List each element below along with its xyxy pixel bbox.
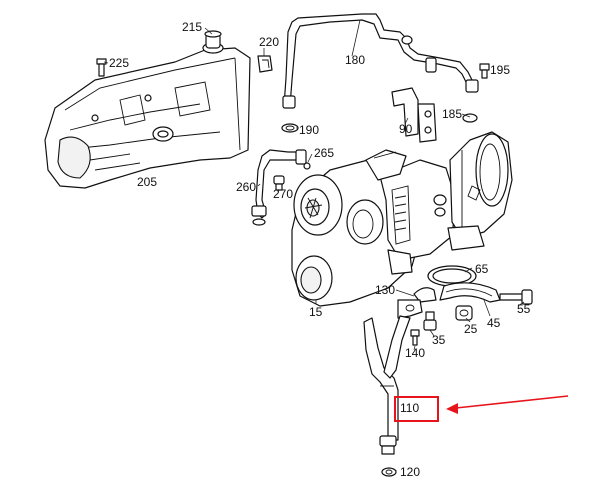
oil-return-line-110 (363, 299, 423, 455)
clamp-45 (439, 282, 501, 303)
callout-15: 15 (309, 305, 323, 319)
oil-line-180 (282, 13, 479, 109)
bolt-225 (96, 58, 107, 77)
turbocharger-15 (291, 131, 513, 307)
bolt-55 (499, 289, 533, 305)
bolt-195 (479, 63, 490, 79)
callout-120: 120 (400, 465, 421, 479)
highlight-box-110 (394, 396, 439, 422)
callout-25: 25 (464, 322, 478, 336)
callout-35: 35 (432, 333, 446, 347)
callout-90: 90 (399, 122, 413, 136)
highlight-arrow (446, 395, 569, 414)
callout-180: 180 (345, 53, 366, 67)
callout-205: 205 (137, 175, 158, 189)
nut-25 (455, 305, 473, 321)
callout-55: 55 (517, 302, 531, 316)
callout-225: 225 (109, 56, 130, 70)
bolt-140 (410, 329, 420, 346)
callout-215: 215 (182, 20, 203, 34)
bracket-90 (391, 87, 437, 143)
callout-195: 195 (490, 63, 511, 77)
leader-lines (103, 19, 525, 472)
clip-215 (202, 30, 224, 54)
callout-130: 130 (375, 283, 396, 297)
seal-ring-190 (281, 123, 299, 133)
callout-270: 270 (273, 187, 294, 201)
coolant-line-260 (251, 149, 307, 226)
callout-65: 65 (475, 262, 489, 276)
callout-260: 260 (236, 180, 257, 194)
callout-265: 265 (314, 146, 335, 160)
washer-265 (303, 162, 311, 170)
callout-140: 140 (405, 346, 426, 360)
callout-220: 220 (259, 35, 280, 49)
callout-190: 190 (299, 123, 320, 137)
heat-shield-205 (44, 47, 251, 189)
callout-45: 45 (487, 316, 501, 330)
banjo-bolt-270 (273, 175, 285, 191)
callout-185: 185 (442, 107, 463, 121)
nut-35 (423, 311, 437, 331)
bracket-130 (413, 287, 437, 303)
callout-110: 110 (400, 401, 420, 415)
seal-ring-120 (381, 467, 397, 477)
clip-220 (257, 55, 273, 73)
